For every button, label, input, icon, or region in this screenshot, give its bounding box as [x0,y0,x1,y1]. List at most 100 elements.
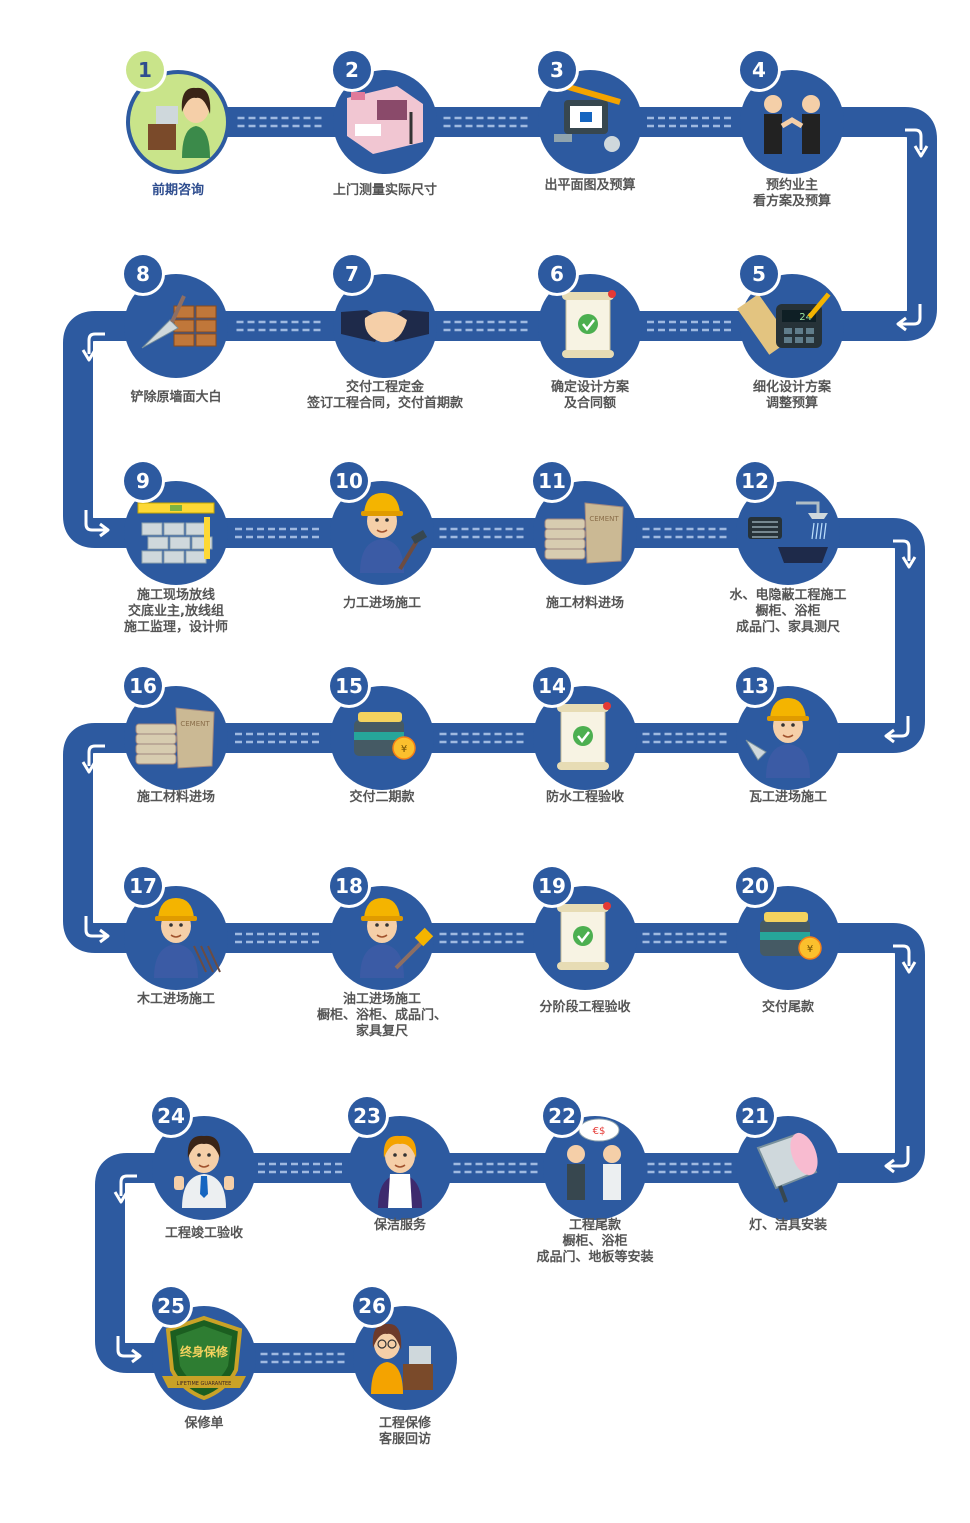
connector-dash-group [235,732,323,744]
step-node: ¥20 [733,864,840,990]
step-badge [126,51,164,89]
wallet-money-icon: ¥ [354,712,416,760]
connector-dash-group [443,116,532,128]
handshake-businessmen-icon [764,95,820,154]
step-label: 工程尾款 橱柜、浴柜 成品门、地板等安装 [536,1218,654,1265]
turn-arrow-forward-icon [84,510,110,538]
step-label: 铲除原墙面大白 [130,390,222,405]
step-label: 前期咨询 [151,183,204,198]
connector-dash-group [642,732,731,744]
turn-arrow-down-icon [893,539,917,569]
connector-dashes [235,116,736,1364]
connector-dash-group [443,320,532,332]
step-label: 工程保修 客服回访 [378,1416,431,1447]
step-node: 13 [733,664,840,790]
turn-arrow-down-icon [893,944,917,974]
room-measure-icon [347,86,423,154]
step-number: 6 [550,262,564,286]
step-number: 15 [335,674,363,698]
step-number: 7 [345,262,359,286]
step-badge [124,255,162,293]
thumbs-up-man-icon [174,1135,234,1208]
step-label: 确定设计方案 及合同额 [550,380,629,411]
connector-dash-group [260,1352,349,1364]
step-label: 工程竣工验收 [164,1226,243,1241]
svg-text:€$: €$ [593,1126,606,1137]
step-badge [353,1287,391,1325]
turn-arrow-forward-icon [84,916,110,944]
step-badge [330,462,368,500]
turn-arrow-back-icon [884,716,910,744]
step-badge [533,867,571,905]
svg-text:CEMENT: CEMENT [180,720,210,728]
step-number: 11 [538,469,566,493]
step-badge [330,667,368,705]
step-label: 防水工程验收 [545,790,624,805]
step-label: 力工进场施工 [342,596,421,611]
calculator-ruler-icon: 24 [737,292,831,355]
turn-arrow-forward-icon [116,1336,142,1364]
connector-dash-group [236,320,325,332]
svg-text:CEMENT: CEMENT [589,515,619,523]
connector-dash-group [647,116,735,128]
step-label: 保洁服务 [373,1218,426,1233]
connector-dash-group [258,1162,346,1174]
step-number: 13 [741,674,769,698]
step-label: 分阶段工程验收 [539,1000,631,1015]
step-badge [538,51,576,89]
step-node: 12 [733,459,840,585]
worker-hammer-icon [360,493,428,573]
plumbing-shower-icon [748,501,828,563]
step-label: 交付二期款 [349,790,415,805]
level-wall-icon [137,502,215,564]
step-label: 出平面图及预算 [544,178,636,193]
step-node: €$22 [540,1094,647,1220]
connector-dash-group [439,527,528,539]
step-number: 14 [538,674,566,698]
step-label: 预约业主 看方案及预算 [752,178,831,209]
turn-arrow-back-icon [884,1146,910,1174]
step-badge [736,1097,774,1135]
connector-dash-group [235,527,323,539]
step-number: 9 [136,469,150,493]
trowel-bricks-icon [141,295,217,349]
connector-dash-group [439,732,528,744]
step-badge [533,667,571,705]
svg-text:LIFETIME GUARANTEE: LIFETIME GUARANTEE [177,1381,232,1387]
step-number: 19 [538,874,566,898]
step-number: 1 [138,58,152,82]
step-badge [533,462,571,500]
step-number: 8 [136,262,150,286]
turn-arrow-down-icon [113,1174,137,1204]
step-label: 灯、洁具安装 [748,1218,827,1233]
step-badge [124,867,162,905]
step-node: ¥15 [327,664,434,790]
step-node: 6 [535,252,642,378]
step-badge [740,255,778,293]
step-label: 施工现场放线 交底业主,放线组 施工监理，设计师 [123,588,228,635]
step-number: 3 [550,58,564,82]
worker-trowel-icon [745,698,810,778]
connector-dash-group [642,527,731,539]
approved-scroll-icon [557,702,611,770]
step-label: 施工材料进场 [545,596,624,611]
step-node: 3 [535,48,642,174]
svg-text:¥: ¥ [807,944,813,955]
step-badge [124,462,162,500]
step-node: 19 [530,864,637,990]
step-node: 23 [345,1094,452,1220]
step-badge [333,51,371,89]
step-number: 4 [752,58,766,82]
step-label: 细化设计方案 调整预算 [752,380,831,411]
step-number: 2 [345,58,359,82]
svg-text:¥: ¥ [401,744,407,755]
step-badge [736,667,774,705]
step-badge [736,867,774,905]
connector-dash-group [235,932,323,944]
step-label: 交付尾款 [761,1000,814,1015]
wallet-money-icon: ¥ [760,912,822,960]
step-node: 1 [123,48,230,174]
